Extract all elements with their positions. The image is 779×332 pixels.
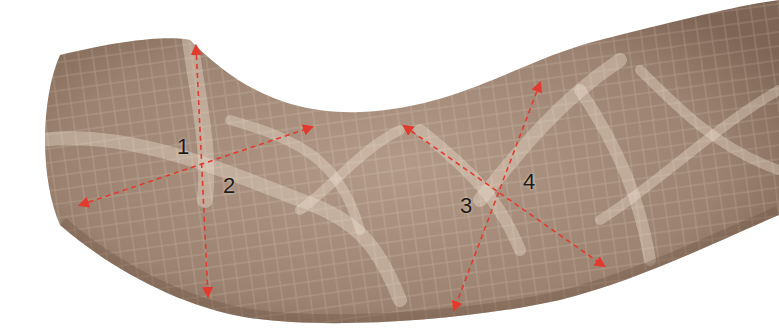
arrow-1 [196,46,208,296]
arrow-2 [80,127,312,205]
callout-number: 2 [223,174,235,198]
arrow-4 [404,126,604,266]
callout-number: 4 [523,170,535,194]
callout-number: 1 [177,135,189,159]
callout-number: 3 [460,194,472,218]
arrow-3 [454,83,540,310]
fiber-direction-arrows [80,46,604,310]
